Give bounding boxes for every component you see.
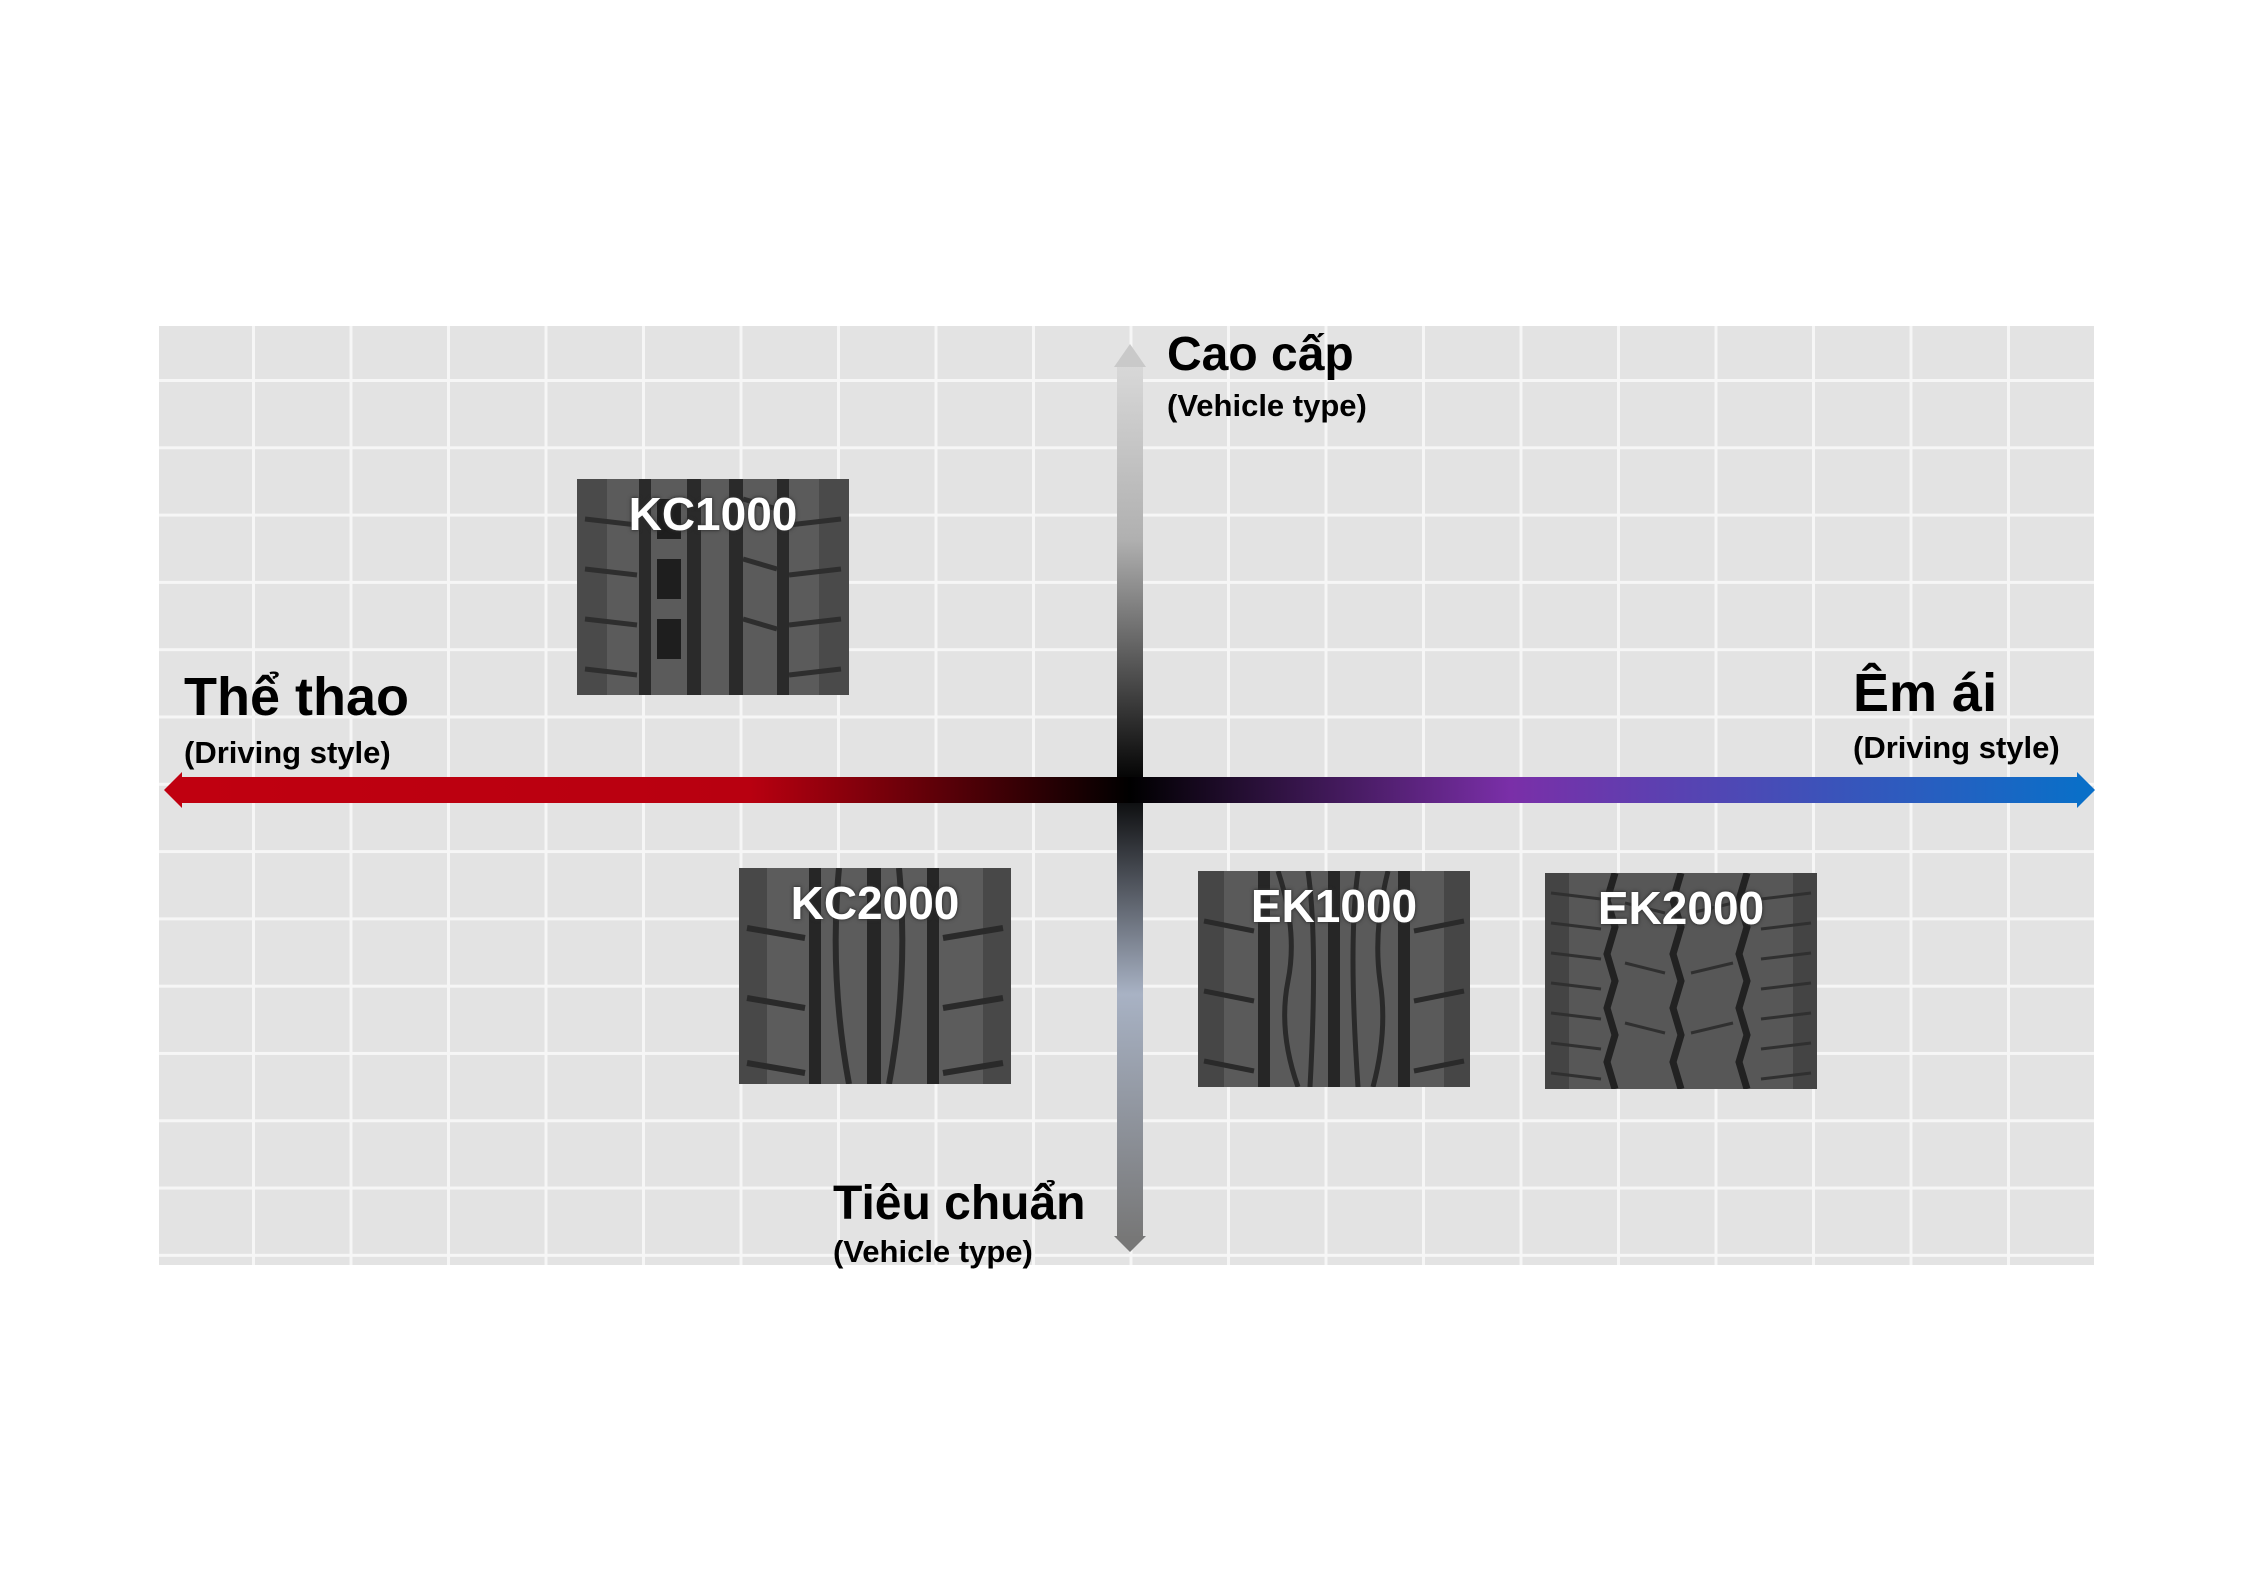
tire-tread-image bbox=[739, 868, 1011, 1084]
top-axis-title: Cao cấp bbox=[1167, 328, 1354, 381]
tire-kc2000[interactable]: KC2000 bbox=[739, 868, 1011, 1084]
tire-ek2000[interactable]: EK2000 bbox=[1545, 873, 1817, 1089]
bottom-axis-subtitle: (Vehicle type) bbox=[833, 1234, 1033, 1269]
tire-tread-image bbox=[1198, 871, 1470, 1087]
left-axis-title: Thể thao bbox=[184, 667, 409, 727]
tire-tread-image bbox=[1545, 873, 1817, 1089]
tire-ek1000[interactable]: EK1000 bbox=[1198, 871, 1470, 1087]
tire-kc1000[interactable]: KC1000 bbox=[577, 479, 849, 695]
top-axis-subtitle: (Vehicle type) bbox=[1167, 388, 1367, 423]
tire-label: KC2000 bbox=[790, 877, 960, 929]
left-axis-subtitle: (Driving style) bbox=[184, 735, 391, 770]
horizontal-axis-arrow bbox=[164, 772, 2095, 808]
right-axis-subtitle: (Driving style) bbox=[1853, 730, 2060, 765]
tire-label: EK1000 bbox=[1250, 880, 1418, 932]
tire-tread-image bbox=[577, 479, 849, 695]
tire-label: EK2000 bbox=[1597, 882, 1765, 934]
tire-label: KC1000 bbox=[628, 488, 798, 540]
bottom-axis-title: Tiêu chuẩn bbox=[833, 1177, 1086, 1230]
right-axis-title: Êm ái bbox=[1853, 663, 1998, 723]
